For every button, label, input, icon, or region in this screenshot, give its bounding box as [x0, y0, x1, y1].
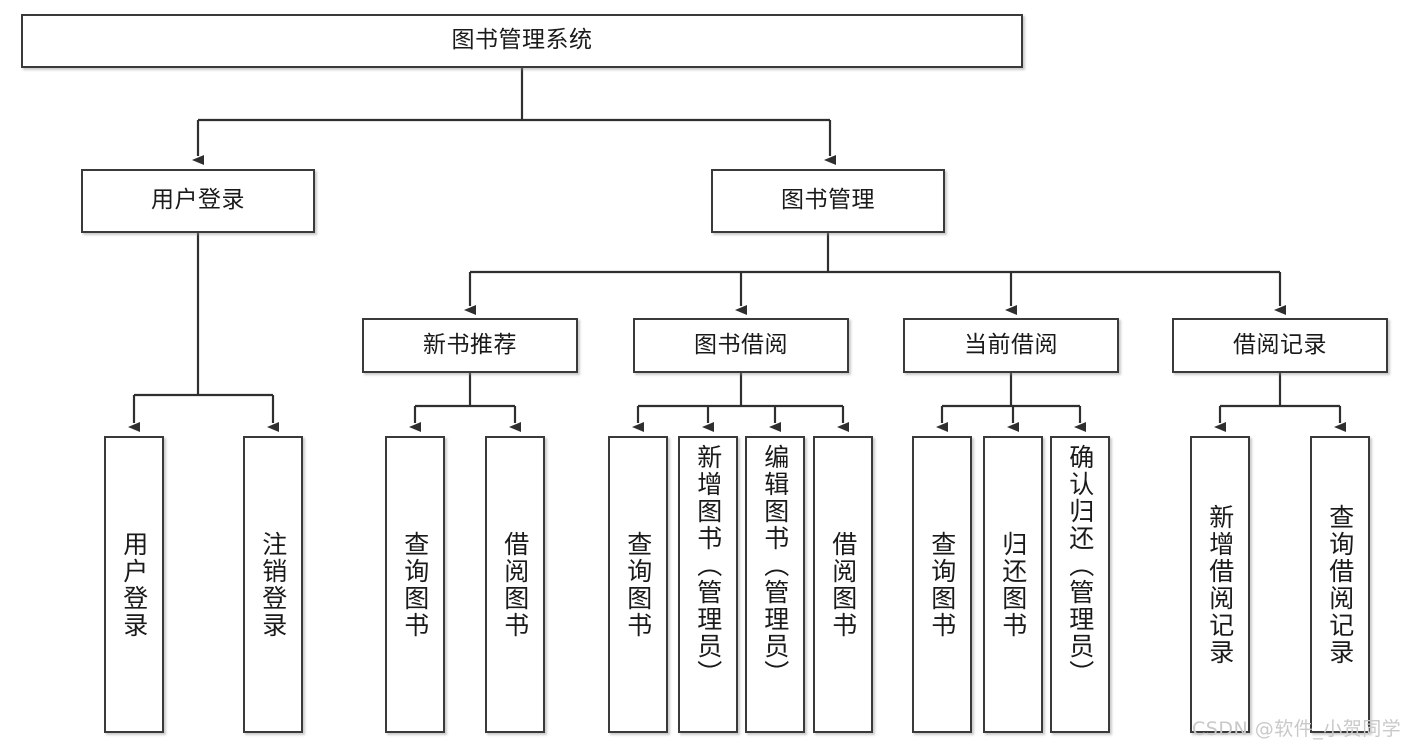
node-user-login-label: 用户登录 [151, 187, 245, 214]
leaf-node-user-login-label: 用户登录 [119, 530, 149, 639]
leaf-node-query-book-borrow[interactable]: 查询图书 [608, 436, 668, 733]
leaf-node-query-borrow-record[interactable]: 查询借阅记录 [1310, 436, 1370, 733]
leaf-node-query-book-current[interactable]: 查询图书 [912, 436, 972, 733]
leaf-node-add-borrow-record[interactable]: 新增借阅记录 [1190, 436, 1250, 733]
node-book-borrow[interactable]: 图书借阅 [633, 318, 849, 373]
node-current-borrow-label: 当前借阅 [964, 331, 1058, 358]
leaf-node-user-login[interactable]: 用户登录 [104, 436, 164, 733]
node-book-borrow-label: 图书借阅 [694, 331, 788, 358]
node-borrow-record[interactable]: 借阅记录 [1172, 318, 1388, 373]
leaf-node-query-borrow-record-label: 查询借阅记录 [1325, 503, 1355, 666]
leaf-node-borrow-book[interactable]: 借阅图书 [813, 436, 873, 733]
leaf-node-borrow-book-label: 借阅图书 [828, 530, 858, 639]
leaf-node-query-book-recommend[interactable]: 查询图书 [385, 436, 445, 733]
leaf-node-add-borrow-record-label: 新增借阅记录 [1205, 503, 1235, 666]
leaf-node-logout[interactable]: 注销登录 [243, 436, 303, 733]
node-root-label: 图书管理系统 [451, 27, 593, 54]
node-current-borrow[interactable]: 当前借阅 [903, 318, 1119, 373]
leaf-node-return-book-label: 归还图书 [998, 530, 1028, 639]
node-borrow-record-label: 借阅记录 [1233, 331, 1327, 358]
leaf-node-logout-label: 注销登录 [258, 530, 288, 639]
leaf-node-confirm-return-admin[interactable]: 确认归还（管理员） [1050, 436, 1110, 733]
leaf-node-edit-book-admin-label: 编辑图书（管理员） [760, 444, 790, 687]
node-root[interactable]: 图书管理系统 [21, 14, 1023, 68]
leaf-node-borrow-book-recommend-label: 借阅图书 [500, 530, 530, 639]
leaf-node-query-book-borrow-label: 查询图书 [623, 530, 653, 639]
leaf-node-return-book[interactable]: 归还图书 [983, 436, 1043, 733]
leaf-node-query-book-recommend-label: 查询图书 [400, 530, 430, 639]
csdn-watermark: CSDN @软件_小贺同学 [1192, 718, 1402, 740]
leaf-node-borrow-book-recommend[interactable]: 借阅图书 [485, 436, 545, 733]
leaf-node-edit-book-admin[interactable]: 编辑图书（管理员） [745, 436, 805, 733]
node-book-management[interactable]: 图书管理 [711, 169, 945, 233]
node-new-book-recommend[interactable]: 新书推荐 [362, 318, 578, 373]
node-user-login[interactable]: 用户登录 [81, 169, 315, 233]
leaf-node-add-book-admin[interactable]: 新增图书（管理员） [678, 436, 738, 733]
leaf-node-query-book-current-label: 查询图书 [927, 530, 957, 639]
leaf-node-add-book-admin-label: 新增图书（管理员） [693, 444, 723, 687]
leaf-node-confirm-return-admin-label: 确认归还（管理员） [1065, 444, 1095, 687]
node-book-management-label: 图书管理 [781, 187, 875, 214]
node-new-book-recommend-label: 新书推荐 [423, 331, 517, 358]
